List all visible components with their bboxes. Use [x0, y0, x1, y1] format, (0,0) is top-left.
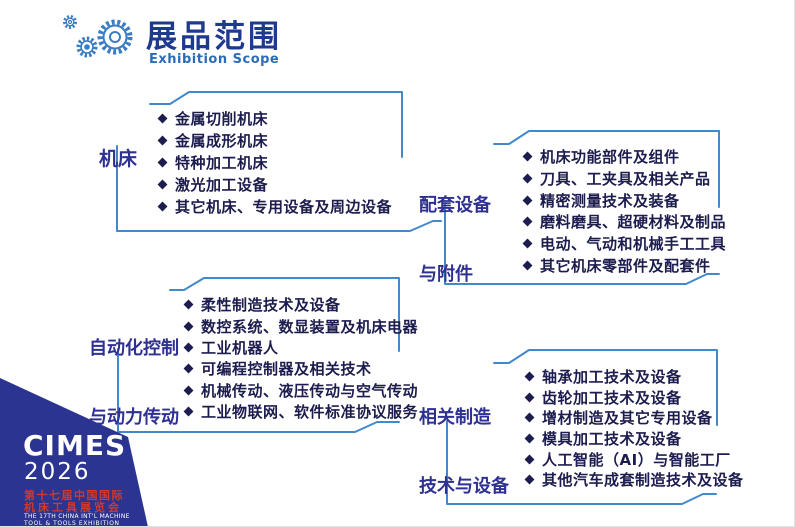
diamond-bullet-icon [157, 113, 168, 123]
logo-chinese-line2: 机床工具展览会 [24, 501, 122, 514]
list-item: 齿轮加工技术及设备 [524, 387, 744, 408]
list-item: 轴承加工技术及设备 [524, 366, 744, 387]
diamond-bullet-icon [524, 412, 535, 423]
list-item: 模具加工技术及设备 [524, 428, 744, 449]
list-item: 工业物联网、软件标准协议服务 [183, 401, 418, 422]
page-title: 展品范围 [146, 19, 282, 55]
diamond-bullet-icon [183, 342, 194, 353]
section-label-related-manufacturing: 相关制造 技术与设备 [419, 407, 509, 497]
diamond-bullet-icon [524, 433, 535, 444]
section-label-supporting-equipment: 配套设备 与附件 [419, 195, 491, 285]
list-item: 增材制造及其它专用设备 [524, 407, 744, 428]
list-item: 数控系统、数显装置及机床电器 [183, 315, 418, 336]
logo-corner-polygon [0, 378, 148, 526]
diamond-bullet-icon [157, 135, 168, 145]
section-label-automation: 自动化控制 与动力传动 [89, 338, 179, 428]
diamond-bullet-icon [522, 260, 533, 271]
list-item: 精密测量技术及装备 [522, 189, 726, 211]
section-related-manufacturing-border [446, 349, 718, 505]
diamond-bullet-icon [524, 392, 535, 402]
list-item: 柔性制造技术及设备 [183, 294, 418, 315]
diamond-bullet-icon [157, 201, 168, 211]
section-machine-tools-border [116, 91, 442, 232]
list-item: 金属切削机床 [157, 107, 392, 129]
logo-chinese-line1: 第十七届中国国际 [24, 489, 124, 502]
list-item: 其它机床零部件及配套件 [522, 254, 726, 276]
diamond-bullet-icon [524, 371, 535, 382]
gears-icon [63, 15, 133, 58]
list-item: 激光加工设备 [157, 173, 392, 195]
diamond-bullet-icon [183, 321, 194, 332]
list-item: 其它机床、专用设备及周边设备 [157, 195, 392, 217]
list-item: 可编程控制器及相关技术 [183, 358, 418, 379]
logo-english-line2: TOOL & TOOLS EXHIBITION [24, 520, 120, 527]
section-list-related-manufacturing: 轴承加工技术及设备 齿轮加工技术及设备 增材制造及其它专用设备 模具加工技术及设… [524, 366, 744, 490]
section-list-machine-tools: 金属切削机床 金属成形机床 特种加工机床 激光加工设备 其它机床、专用设备及周边… [157, 107, 392, 217]
diamond-bullet-icon [157, 157, 168, 167]
diamond-bullet-icon [522, 216, 533, 227]
logo-brand-cimes: CIMES [23, 429, 127, 462]
section-label-machine-tools: 机床 [99, 148, 138, 170]
list-item: 其他汽车成套制造技术及设备 [524, 469, 744, 490]
diamond-bullet-icon [183, 299, 194, 310]
diamond-bullet-icon [157, 179, 168, 189]
list-item: 刀具、工夹具及相关产品 [522, 168, 726, 190]
diamond-bullet-icon [183, 363, 194, 374]
diamond-bullet-icon [522, 195, 533, 206]
diamond-bullet-icon [524, 454, 535, 465]
list-item: 特种加工机床 [157, 151, 392, 173]
page-subtitle: Exhibition Scope [149, 52, 280, 67]
section-list-automation: 柔性制造技术及设备 数控系统、数显装置及机床电器 工业机器人 可编程控制器及相关… [183, 294, 418, 422]
diamond-bullet-icon [524, 474, 535, 485]
section-automation-border [117, 277, 400, 433]
section-supporting-equipment-border [444, 130, 720, 285]
list-item: 金属成形机床 [157, 129, 392, 151]
diamond-bullet-icon [522, 238, 533, 249]
diamond-bullet-icon [522, 151, 533, 162]
diamond-bullet-icon [183, 406, 194, 417]
list-item: 磨料磨具、超硬材料及制品 [522, 211, 726, 233]
logo-english-line1: THE 17TH CHINA INT'L MACHINE [24, 513, 130, 520]
list-item: 机床功能部件及组件 [522, 146, 726, 168]
list-item: 机械传动、液压传动与空气传动 [183, 380, 418, 401]
diamond-bullet-icon [522, 173, 533, 184]
list-item: 电动、气动和机械手工工具 [522, 233, 726, 255]
list-item: 人工智能（AI）与智能工厂 [524, 449, 744, 470]
logo-year: 2026 [24, 459, 91, 485]
list-item: 工业机器人 [183, 337, 418, 358]
diamond-bullet-icon [183, 385, 194, 396]
section-list-supporting-equipment: 机床功能部件及组件 刀具、工夹具及相关产品 精密测量技术及装备 磨料磨具、超硬材… [522, 146, 726, 276]
